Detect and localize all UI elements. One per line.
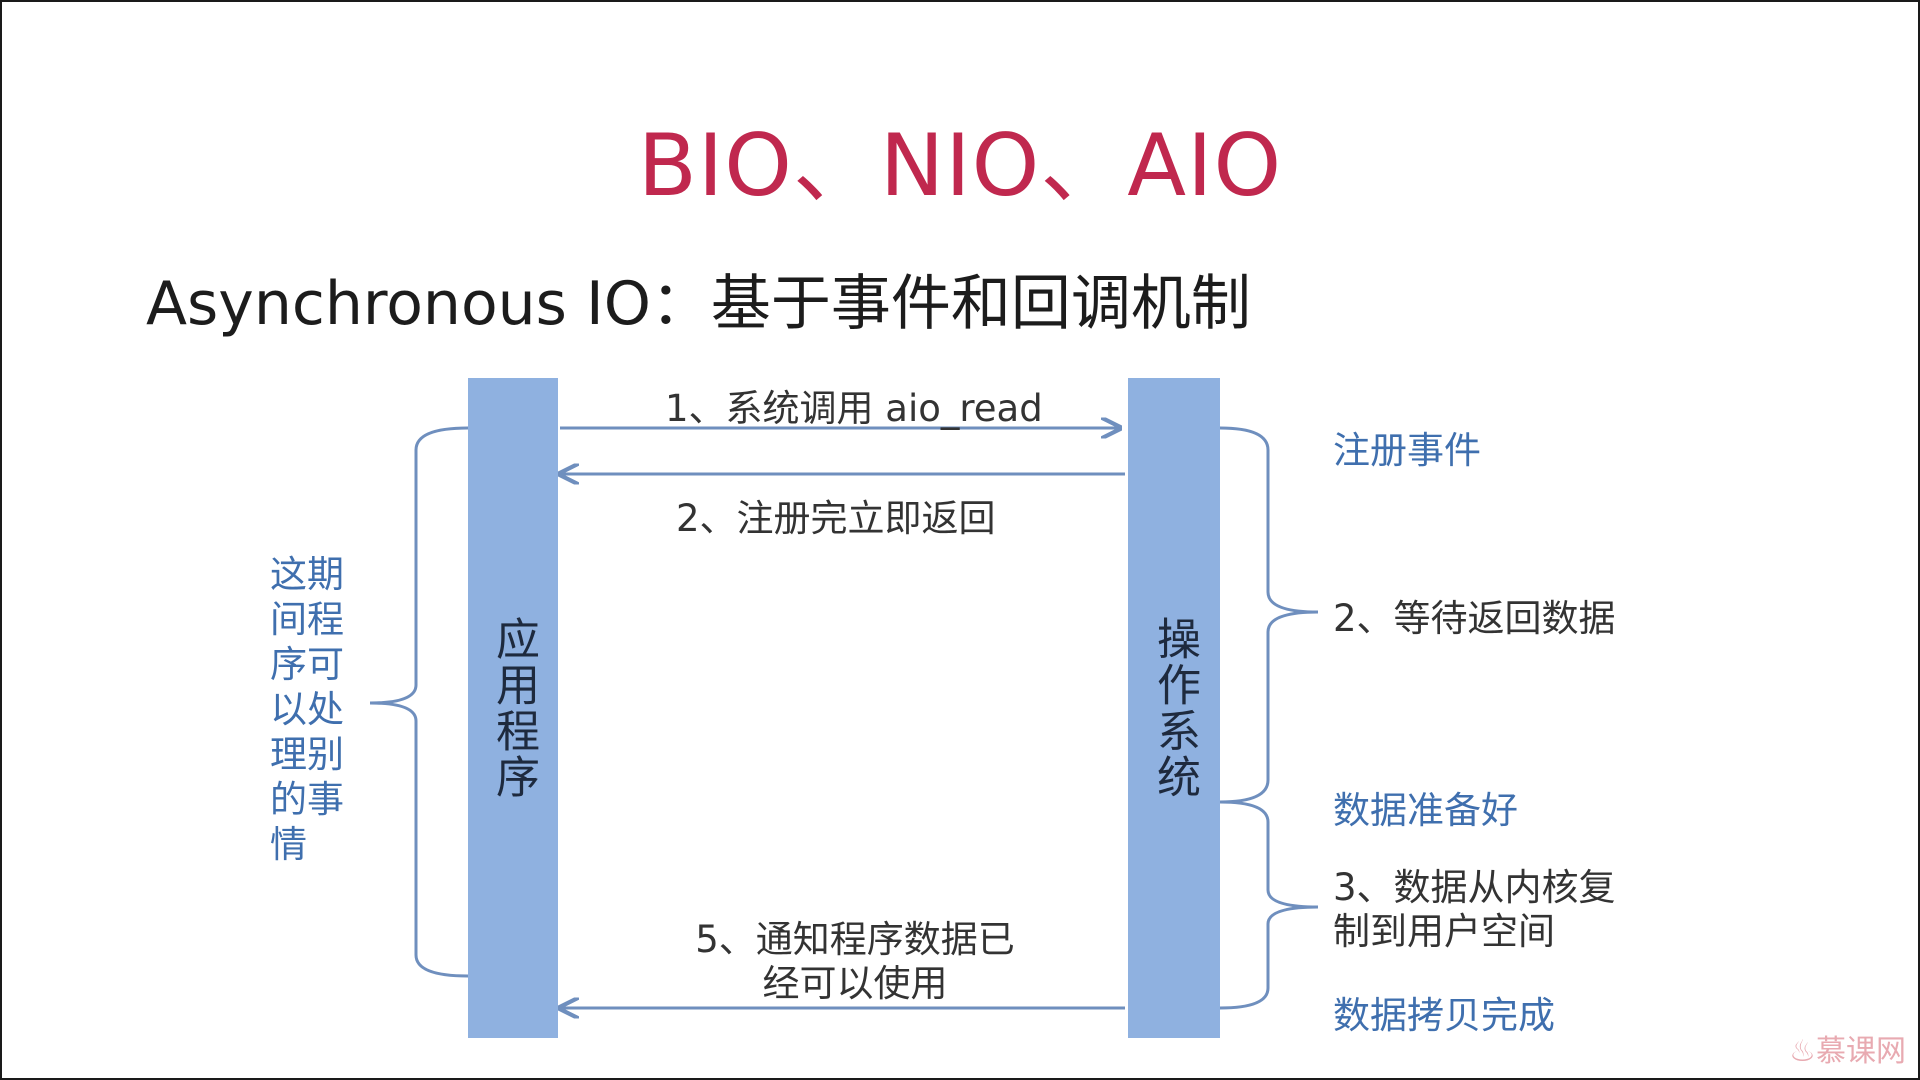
step5-label: 5、通知程序数据已 经可以使用 [690, 918, 1020, 1006]
right-brace-wait [1219, 426, 1319, 804]
os-label: 操作系统 [1149, 616, 1200, 800]
os-lifeline-bar: 操作系统 [1128, 378, 1220, 1038]
note-data-ready: 数据准备好 [1333, 789, 1518, 832]
slide-title: BIO、NIO、AIO [637, 116, 1283, 216]
note-copy-line2: 制到用户空间 [1333, 910, 1555, 953]
left-note: 这期间程序可以处理别的事情 [270, 553, 344, 866]
note-register-event: 注册事件 [1333, 429, 1481, 472]
app-label: 应用程序 [488, 616, 539, 800]
step5-line2: 经可以使用 [762, 962, 948, 1005]
left-brace [369, 426, 469, 978]
slide-subtitle: Asynchronous IO：基于事件和回调机制 [146, 269, 1251, 339]
app-lifeline-bar: 应用程序 [468, 378, 558, 1038]
right-brace-copy [1219, 800, 1319, 1010]
note-copy-line1: 3、数据从内核复 [1333, 866, 1616, 909]
note-copy: 3、数据从内核复 制到用户空间 [1333, 866, 1616, 954]
step1-label: 1、系统调用 aio_read [665, 387, 1043, 430]
step5-line1: 5、通知程序数据已 [695, 918, 1015, 961]
watermark-logo: ♨慕课网 [1789, 1034, 1906, 1069]
note-copy-done: 数据拷贝完成 [1333, 994, 1555, 1037]
flame-icon: ♨ [1789, 1034, 1816, 1069]
note-wait-data: 2、等待返回数据 [1333, 597, 1616, 640]
step2-label: 2、注册完立即返回 [676, 497, 996, 540]
